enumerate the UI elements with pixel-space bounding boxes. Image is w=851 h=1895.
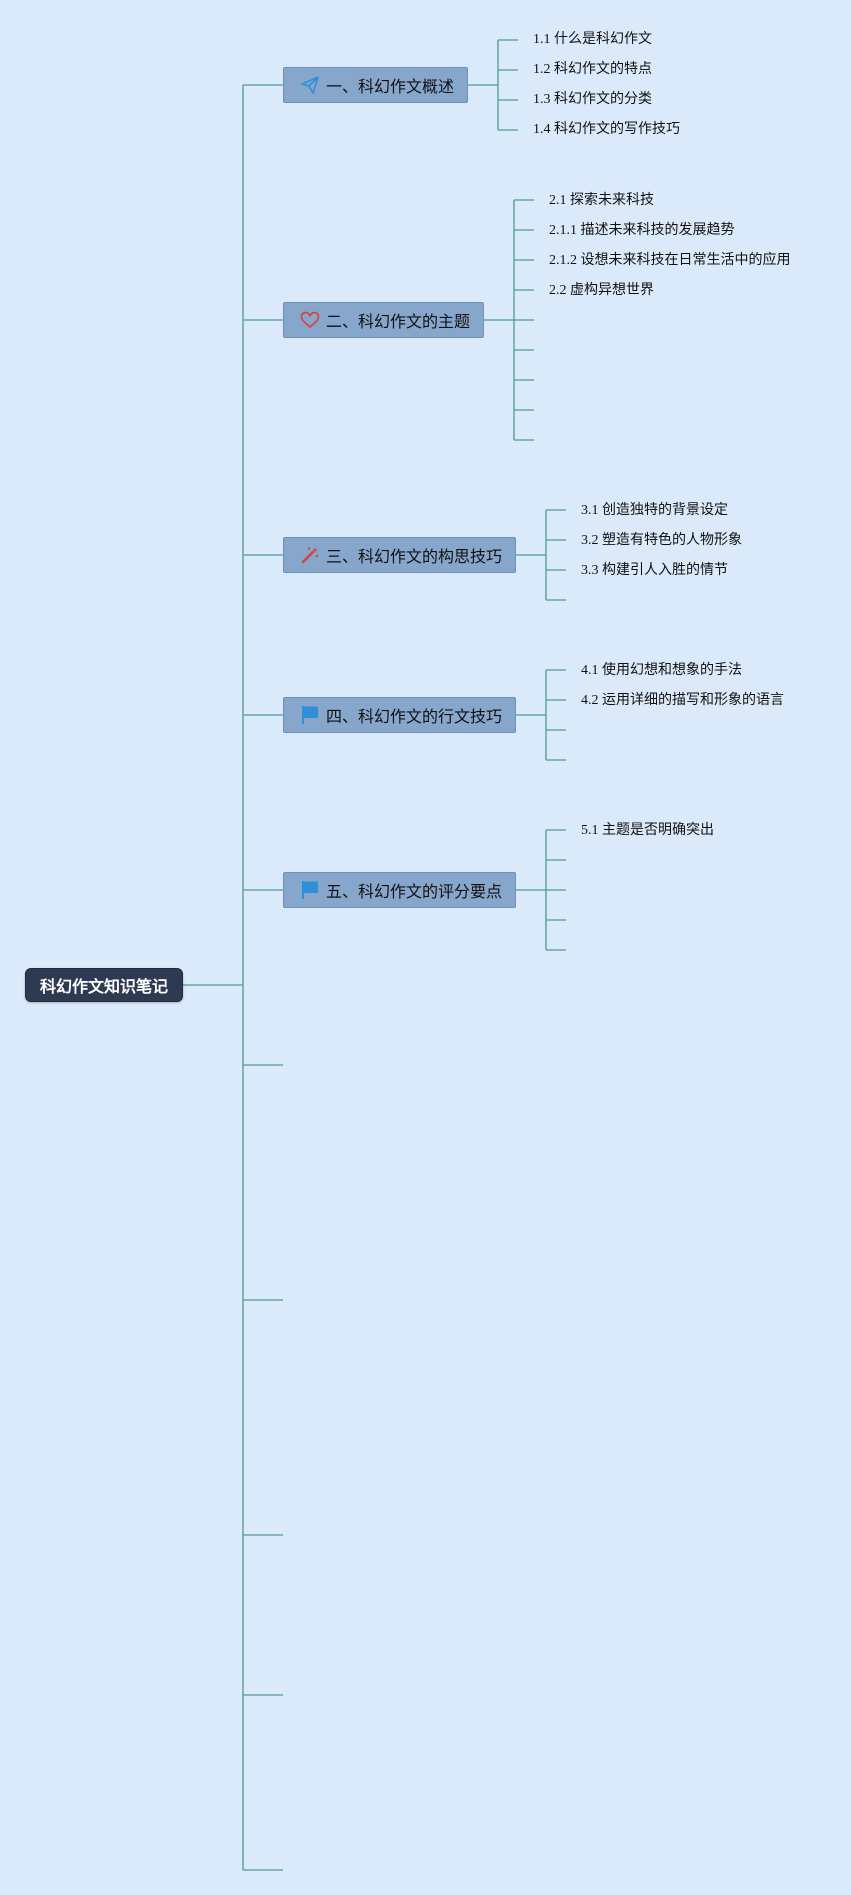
flag-icon <box>300 880 320 900</box>
topic-writing-label: 四、科幻作文的行文技巧 <box>326 707 503 726</box>
leaf-4-2[interactable]: 4.2 运用详细的描写和形象的语言 <box>581 693 784 708</box>
leaf-5-1[interactable]: 5.1 主题是否明确突出 <box>581 823 714 838</box>
leaf-1-2[interactable]: 1.2 科幻作文的特点 <box>533 62 652 77</box>
paper-plane-icon <box>300 75 320 95</box>
leaf-4-1[interactable]: 4.1 使用幻想和想象的手法 <box>581 663 742 678</box>
leaf-2-1-2[interactable]: 2.1.2 设想未来科技在日常生活中的应用 <box>549 253 791 268</box>
topic-themes[interactable]: 二、科幻作文的主题 <box>283 302 484 338</box>
leaf-2-1-1[interactable]: 2.1.1 描述未来科技的发展趋势 <box>549 223 735 238</box>
leaf-3-2[interactable]: 3.2 塑造有特色的人物形象 <box>581 533 742 548</box>
root-topic[interactable]: 科幻作文知识笔记 <box>25 968 183 1002</box>
topic-grading-label: 五、科幻作文的评分要点 <box>326 882 503 901</box>
leaf-1-4[interactable]: 1.4 科幻作文的写作技巧 <box>533 122 680 137</box>
root-topic-label: 科幻作文知识笔记 <box>39 977 168 996</box>
leaf-1-1[interactable]: 1.1 什么是科幻作文 <box>533 32 652 47</box>
topic-writing[interactable]: 四、科幻作文的行文技巧 <box>283 697 516 733</box>
leaf-1-3[interactable]: 1.3 科幻作文的分类 <box>533 92 652 107</box>
flag-icon <box>300 705 320 725</box>
topic-themes-label: 二、科幻作文的主题 <box>326 312 471 331</box>
topic-conception-label: 三、科幻作文的构思技巧 <box>326 547 503 566</box>
leaf-2-2[interactable]: 2.2 虚构异想世界 <box>549 283 654 298</box>
leaf-2-1[interactable]: 2.1 探索未来科技 <box>549 193 654 208</box>
topic-overview[interactable]: 一、科幻作文概述 <box>283 67 468 103</box>
leaf-3-1[interactable]: 3.1 创造独特的背景设定 <box>581 503 728 518</box>
topic-overview-label: 一、科幻作文概述 <box>326 77 455 96</box>
magic-wand-icon <box>300 545 320 565</box>
topic-grading[interactable]: 五、科幻作文的评分要点 <box>283 872 516 908</box>
topic-conception[interactable]: 三、科幻作文的构思技巧 <box>283 537 516 573</box>
leaf-3-3[interactable]: 3.3 构建引人入胜的情节 <box>581 563 728 578</box>
heart-icon <box>300 310 320 330</box>
